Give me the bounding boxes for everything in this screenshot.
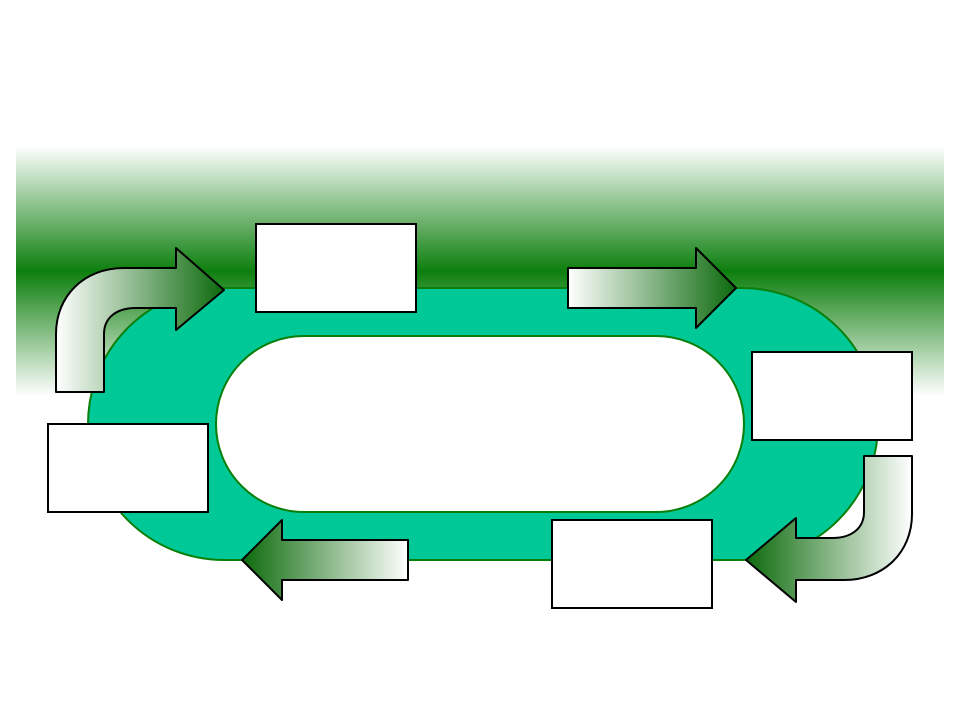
step-box-top xyxy=(255,223,417,313)
step-box-right xyxy=(751,351,913,441)
step-box-left xyxy=(47,423,209,513)
arrow-right-icon xyxy=(567,247,737,329)
arrow-left-icon xyxy=(241,519,409,601)
curved-arrow-down-left-icon xyxy=(745,455,913,603)
center-oval xyxy=(215,335,745,513)
step-box-bottom xyxy=(551,519,713,609)
curved-arrow-up-right-icon xyxy=(55,247,225,393)
